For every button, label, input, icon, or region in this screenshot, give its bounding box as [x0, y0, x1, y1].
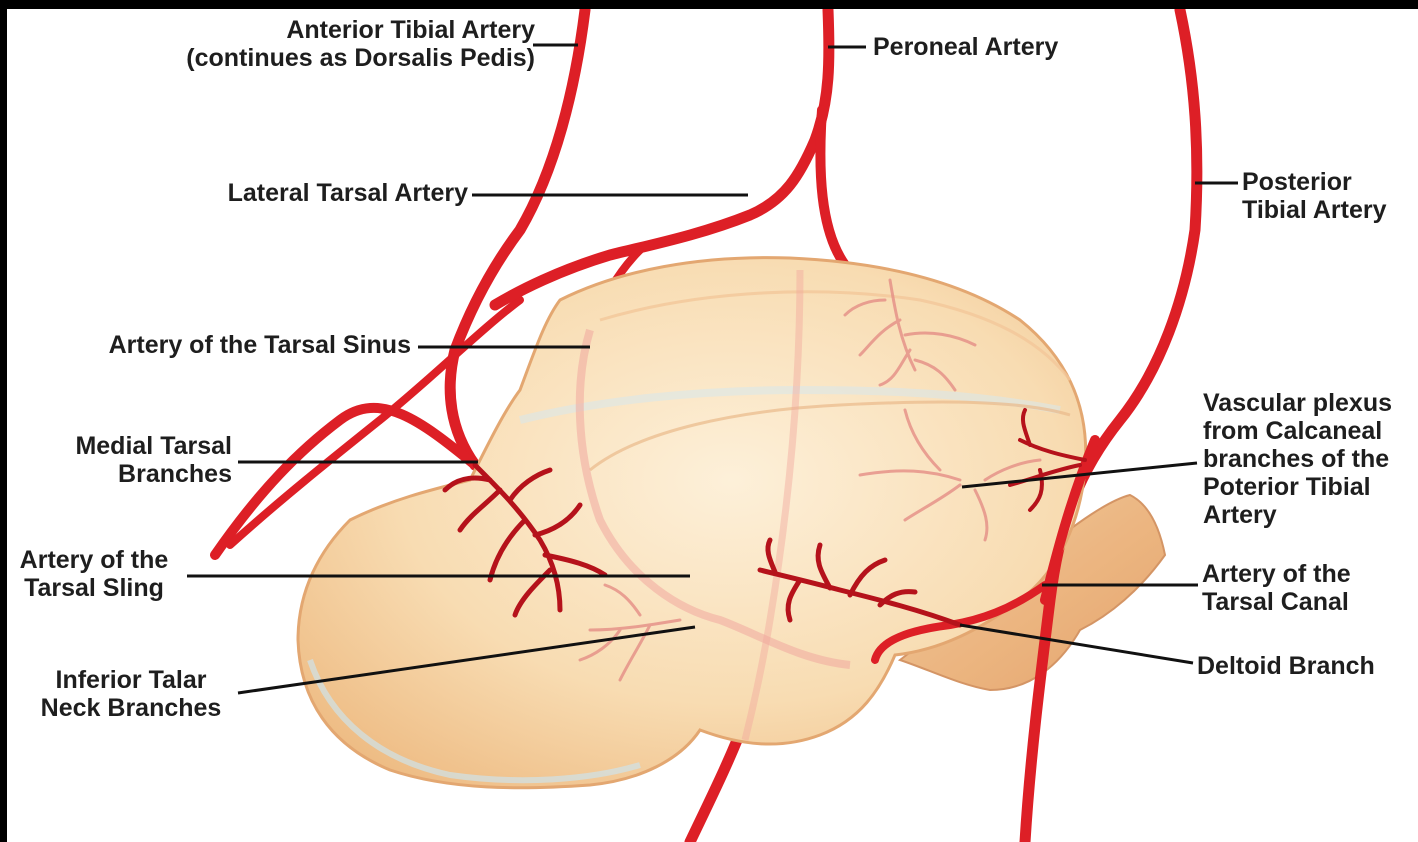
label-lateral-tarsal-artery: Lateral Tarsal Artery: [177, 179, 468, 207]
label-medial-tarsal-branches: Medial Tarsal Branches: [37, 432, 232, 488]
label-inferior-talar-neck: Inferior Talar Neck Branches: [21, 666, 241, 722]
diagram-panel: Anterior Tibial Artery (continues as Dor…: [7, 9, 1418, 842]
label-artery-tarsal-sinus: Artery of the Tarsal Sinus: [57, 331, 411, 359]
peroneal-descending: [820, 110, 845, 265]
label-anterior-tibial-artery: Anterior Tibial Artery (continues as Dor…: [130, 16, 535, 72]
label-artery-tarsal-canal: Artery of the Tarsal Canal: [1202, 560, 1351, 616]
label-deltoid-branch: Deltoid Branch: [1197, 652, 1375, 680]
talus-bone: [298, 258, 1086, 788]
label-artery-tarsal-sling: Artery of the Tarsal Sling: [7, 546, 181, 602]
label-vascular-plexus: Vascular plexus from Calcaneal branches …: [1203, 389, 1392, 529]
label-posterior-tibial-artery: Posterior Tibial Artery: [1242, 168, 1387, 224]
label-peroneal-artery: Peroneal Artery: [873, 33, 1058, 61]
